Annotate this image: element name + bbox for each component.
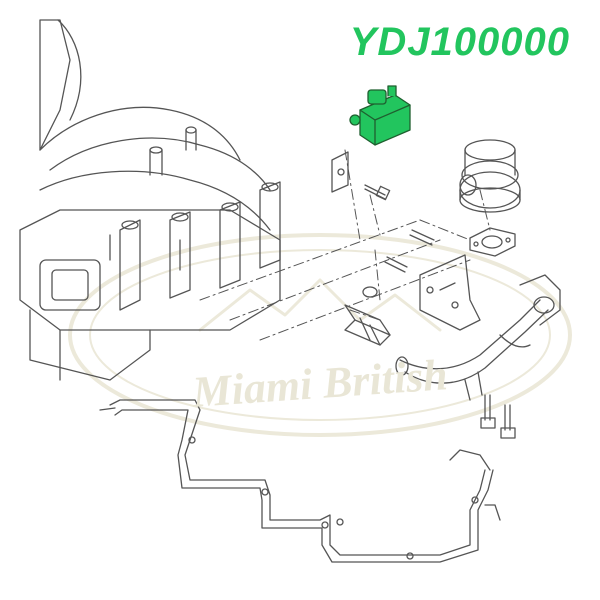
- intake-manifold: [19, 19, 281, 381]
- gasket: [469, 227, 516, 257]
- egr-valve-solenoid: [349, 85, 411, 146]
- pipe-bracket: [419, 254, 481, 331]
- part-number-label: YDJ100000: [349, 20, 570, 64]
- vacuum-hose-harness: [99, 399, 501, 563]
- watermark-logo: [68, 233, 572, 437]
- mounting-bracket-small: [331, 151, 349, 193]
- bolt: [364, 184, 391, 201]
- bottom-bolts: [480, 394, 516, 439]
- union-fitting: [344, 286, 391, 346]
- assembly-lines: [199, 149, 491, 341]
- air-pipe-assembly: [395, 274, 561, 401]
- stud: [384, 229, 435, 273]
- air-valve: [459, 139, 521, 213]
